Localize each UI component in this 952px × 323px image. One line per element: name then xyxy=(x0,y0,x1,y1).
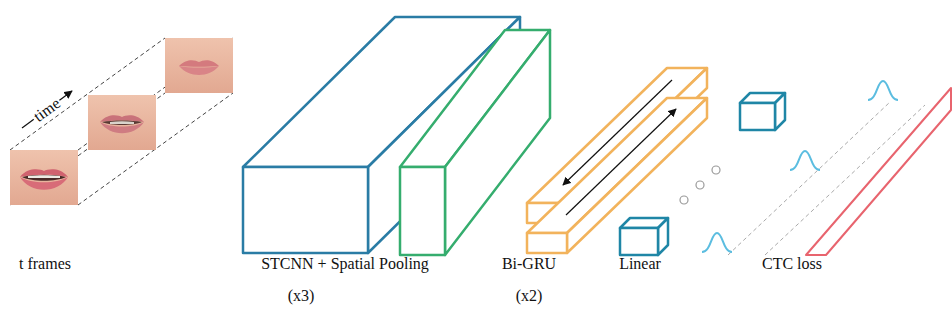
lip-frame xyxy=(165,38,233,93)
lip-frame xyxy=(179,60,219,67)
time-arrow xyxy=(22,91,72,128)
frame-stack-edges xyxy=(10,93,165,205)
gru-slab xyxy=(527,233,567,253)
axis-label: time xyxy=(28,92,66,127)
linear-block xyxy=(740,93,785,130)
stcnn-block xyxy=(243,167,368,253)
lip-frame xyxy=(100,122,144,133)
layer-label: Bi-GRU xyxy=(502,254,556,274)
layer-label: STCNN + Spatial Pooling xyxy=(261,254,429,274)
ctc-guide xyxy=(728,102,890,255)
lip-frame xyxy=(110,121,134,124)
layer-label: Linear xyxy=(619,254,661,274)
lip-frame xyxy=(20,169,68,177)
lip-frame xyxy=(28,175,60,178)
lip-frame xyxy=(179,66,219,75)
probability-curve xyxy=(702,233,732,252)
lip-frame xyxy=(10,150,78,205)
ctc-loss-plane xyxy=(806,88,951,255)
linear-block xyxy=(740,103,775,130)
linear-block xyxy=(620,218,668,255)
probability-curve xyxy=(790,151,820,170)
time-arrow xyxy=(22,91,72,128)
gru-slab xyxy=(527,98,707,253)
gru-slab xyxy=(527,98,707,233)
lip-frame xyxy=(10,150,78,205)
linear-block xyxy=(620,228,658,255)
gru-direction-arrow xyxy=(566,109,676,215)
ctc-loss-plane xyxy=(806,88,951,255)
lip-frame xyxy=(165,38,233,93)
ellipsis-dots xyxy=(680,166,720,204)
gru-direction-arrow xyxy=(566,109,676,215)
frame-stack-edges xyxy=(10,38,165,150)
linear-block xyxy=(658,218,668,255)
pooling-block xyxy=(400,167,445,255)
frame-stack-edges xyxy=(78,93,233,205)
repeat-count: (x2) xyxy=(516,286,543,306)
ellipsis-dots xyxy=(680,196,688,204)
repeat-count: (x3) xyxy=(288,286,315,306)
loss-label: CTC loss xyxy=(762,254,822,274)
probability-curve xyxy=(702,81,898,252)
input-label: t frames xyxy=(19,254,71,274)
frame-stack-edges xyxy=(10,38,233,205)
probability-curve xyxy=(868,81,898,100)
linear-block xyxy=(775,93,785,130)
ellipsis-dots xyxy=(696,181,704,189)
ellipsis-dots xyxy=(712,166,720,174)
lip-frame xyxy=(88,95,156,150)
lip-frame xyxy=(22,175,66,181)
lip-frame xyxy=(102,121,142,126)
lip-frame xyxy=(20,177,68,190)
frame-stack-edges xyxy=(78,38,233,150)
lip-frame xyxy=(88,95,156,150)
